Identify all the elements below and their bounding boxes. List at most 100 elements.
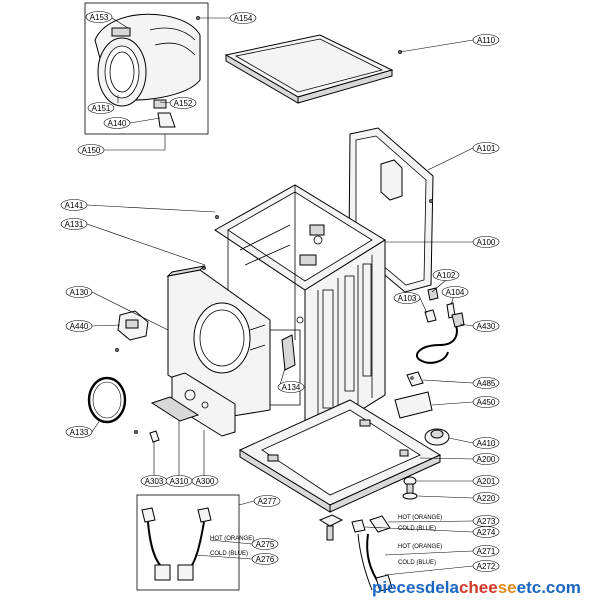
inlet-hoses-left bbox=[141, 507, 212, 581]
svg-text:A276: A276 bbox=[256, 555, 275, 564]
cabinet bbox=[214, 184, 386, 446]
label-A430: A430 bbox=[472, 320, 500, 332]
hose-note-cold-left: COLD (BLUE) bbox=[210, 551, 248, 557]
label-A303: A303 bbox=[140, 475, 168, 487]
svg-text:A274: A274 bbox=[477, 528, 496, 537]
label-A130: A130 bbox=[65, 286, 93, 298]
leveling-foot bbox=[318, 514, 344, 541]
screw bbox=[114, 347, 120, 353]
hose-note-hot-right-2: HOT (ORANGE) bbox=[398, 544, 442, 550]
label-A440: A440 bbox=[65, 320, 93, 332]
svg-text:A277: A277 bbox=[258, 497, 277, 506]
svg-text:A150: A150 bbox=[82, 146, 101, 155]
svg-text:A130: A130 bbox=[70, 288, 89, 297]
label-A300: A300 bbox=[191, 475, 219, 487]
svg-text:A275: A275 bbox=[256, 540, 275, 549]
label-A131: A131 bbox=[60, 218, 88, 230]
label-A485: A485 bbox=[472, 377, 500, 389]
label-A410: A410 bbox=[472, 437, 500, 449]
svg-text:A104: A104 bbox=[446, 288, 465, 297]
svg-text:A131: A131 bbox=[65, 220, 84, 229]
label-A153: A153 bbox=[85, 11, 113, 23]
door-ring bbox=[87, 376, 127, 424]
label-A273: A273 bbox=[472, 515, 500, 527]
svg-text:A201: A201 bbox=[477, 477, 496, 486]
svg-text:A110: A110 bbox=[477, 36, 496, 45]
hose-note-hot-left: HOT (ORANGE) bbox=[210, 536, 254, 542]
svg-text:A485: A485 bbox=[477, 379, 496, 388]
label-A152: A152 bbox=[169, 97, 197, 109]
power-cord bbox=[415, 312, 465, 364]
door-assembly bbox=[94, 13, 201, 128]
screw bbox=[195, 15, 201, 21]
inlet-hoses-right bbox=[351, 515, 393, 592]
noise-filter bbox=[406, 371, 424, 387]
label-A133: A133 bbox=[65, 426, 93, 438]
label-A272: A272 bbox=[472, 560, 500, 572]
small-foot bbox=[149, 430, 160, 443]
svg-text:A100: A100 bbox=[477, 238, 496, 247]
label-A104: A104 bbox=[441, 286, 469, 298]
door-assembly-box bbox=[84, 2, 209, 135]
svg-text:A133: A133 bbox=[70, 428, 89, 437]
svg-text:A450: A450 bbox=[477, 398, 496, 407]
svg-text:A134: A134 bbox=[282, 383, 301, 392]
watermark-part-2: chee bbox=[459, 578, 498, 597]
hose-note-hot-right-1: HOT (ORANGE) bbox=[398, 515, 442, 521]
label-A103: A103 bbox=[393, 292, 421, 304]
svg-text:A200: A200 bbox=[477, 455, 496, 464]
base-frame bbox=[238, 399, 442, 513]
svg-text:A140: A140 bbox=[108, 119, 127, 128]
svg-text:A271: A271 bbox=[477, 547, 496, 556]
door-switch bbox=[117, 310, 149, 341]
watermark: piecesdelacheeseetc.com bbox=[372, 578, 581, 597]
svg-text:A102: A102 bbox=[437, 271, 456, 280]
screw bbox=[214, 214, 220, 220]
label-A274: A274 bbox=[472, 526, 500, 538]
label-A140: A140 bbox=[103, 117, 131, 129]
svg-text:A101: A101 bbox=[477, 144, 496, 153]
screw bbox=[133, 429, 139, 435]
label-A154: A154 bbox=[229, 12, 257, 24]
svg-text:A272: A272 bbox=[477, 562, 496, 571]
svg-text:A153: A153 bbox=[90, 13, 109, 22]
small-parts bbox=[424, 287, 456, 323]
label-A102: A102 bbox=[432, 269, 460, 281]
svg-text:A303: A303 bbox=[145, 477, 164, 486]
label-A220: A220 bbox=[472, 492, 500, 504]
top-plate bbox=[224, 34, 394, 104]
label-A450: A450 bbox=[472, 396, 500, 408]
label-A271: A271 bbox=[472, 545, 500, 557]
label-A100: A100 bbox=[472, 236, 500, 248]
label-A200: A200 bbox=[472, 453, 500, 465]
svg-text:A154: A154 bbox=[234, 14, 253, 23]
svg-text:A430: A430 bbox=[477, 322, 496, 331]
label-A201: A201 bbox=[472, 475, 500, 487]
svg-text:A310: A310 bbox=[170, 477, 189, 486]
watermark-part-3: se bbox=[498, 578, 517, 597]
svg-text:A440: A440 bbox=[70, 322, 89, 331]
svg-text:A103: A103 bbox=[398, 294, 417, 303]
kick-plate bbox=[150, 396, 200, 422]
pcb-board bbox=[394, 391, 433, 419]
label-A276: A276 bbox=[251, 553, 279, 565]
svg-text:A273: A273 bbox=[477, 517, 496, 526]
svg-text:A410: A410 bbox=[477, 439, 496, 448]
hose-note-cold-right-2: COLD (BLUE) bbox=[398, 560, 436, 566]
leveling-foot bbox=[402, 476, 418, 500]
label-A150: A150 bbox=[77, 144, 105, 156]
label-A101: A101 bbox=[472, 142, 500, 154]
svg-text:A220: A220 bbox=[477, 494, 496, 503]
label-A141: A141 bbox=[60, 199, 88, 211]
drain-pump bbox=[424, 428, 450, 446]
leader-lines bbox=[86, 17, 474, 576]
svg-text:A152: A152 bbox=[174, 99, 193, 108]
label-A310: A310 bbox=[165, 475, 193, 487]
label-A134: A134 bbox=[277, 381, 305, 393]
svg-text:A151: A151 bbox=[92, 104, 111, 113]
label-A277: A277 bbox=[253, 495, 281, 507]
label-A151: A151 bbox=[87, 102, 115, 114]
label-A275: A275 bbox=[251, 538, 279, 550]
hose-note-cold-right-1: COLD (BLUE) bbox=[398, 526, 436, 532]
